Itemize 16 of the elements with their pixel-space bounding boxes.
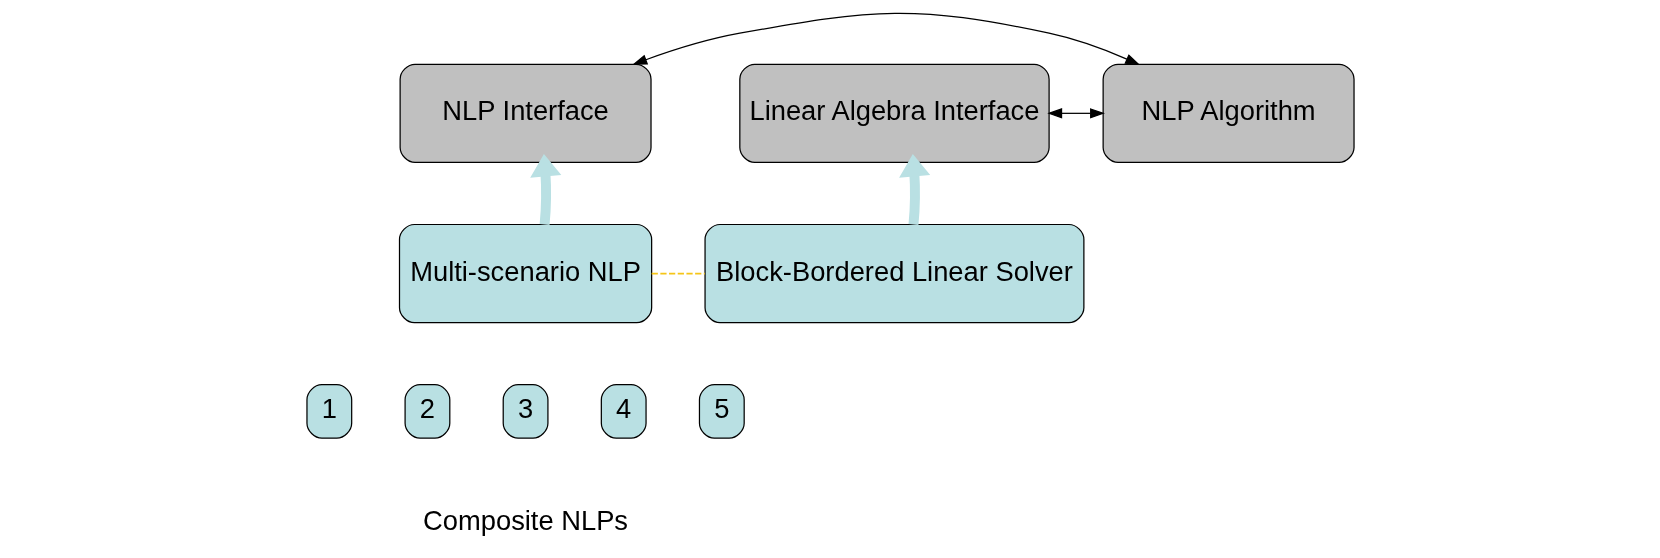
arrow: [898, 154, 930, 225]
node-box: NLP Algorithm: [1102, 63, 1355, 163]
arrow: [631, 12, 1140, 65]
node-box: 1: [305, 384, 352, 439]
node-box: Linear Algebra Interface: [738, 63, 1050, 163]
node-box: Multi-scenario NLP: [398, 223, 652, 324]
node-box: 4: [600, 384, 647, 439]
node-box: 2: [403, 384, 450, 439]
node-box: Block-Bordered Linear Solver: [703, 223, 1084, 324]
connector: [650, 272, 706, 275]
node-box: NLP Interface: [399, 63, 652, 163]
node-box: 3: [502, 384, 549, 439]
label: Composite NLPs: [422, 504, 628, 536]
node-box: 5: [698, 384, 745, 439]
arrow: [1046, 108, 1105, 119]
arrow: [529, 154, 561, 225]
